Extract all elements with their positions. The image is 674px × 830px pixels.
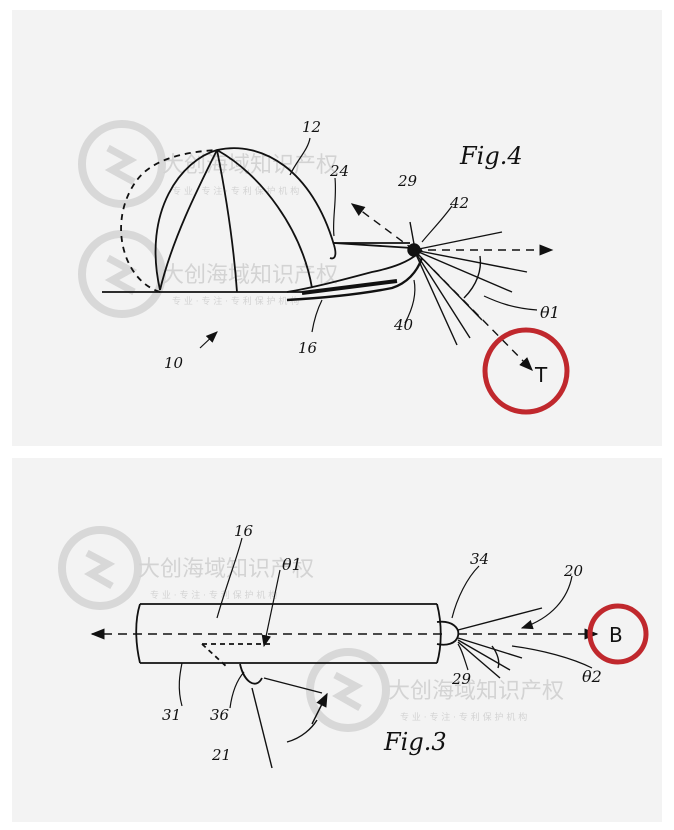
label-theta1: θ1 <box>282 555 302 574</box>
highlight-label-b: B <box>609 623 623 647</box>
figure-3-panel: 大创海域知识产权 专 业 · 专 注 · 专 利 保 护 机 构 大创海域知识产… <box>12 458 662 822</box>
label-theta2: θ2 <box>582 667 602 686</box>
label-24: 24 <box>329 162 349 180</box>
figure-4-panel: 大创海域知识产权 专 业 · 专 注 · 专 利 保 护 机 构 大创海域知识产… <box>12 10 662 446</box>
highlight-circle-b: B <box>587 603 649 665</box>
watermark-text: 大创海域知识产权 <box>388 679 564 704</box>
highlight-circle-t: T <box>482 327 570 415</box>
label-theta1: θ1 <box>540 303 560 322</box>
cap-illustration <box>102 147 424 302</box>
label-31: 31 <box>162 706 181 724</box>
highlight-label-t: T <box>534 363 548 387</box>
label-40: 40 <box>393 316 414 334</box>
leader-lines <box>178 537 593 709</box>
label-36: 36 <box>210 706 230 724</box>
label-20: 20 <box>563 562 584 580</box>
figure-3-labels: 16 θ1 34 20 31 36 29 21 θ2 Fig.3 <box>162 522 602 764</box>
leader-lines <box>199 137 538 349</box>
beam-lines <box>90 607 599 769</box>
label-29: 29 <box>397 172 418 190</box>
watermark-logo: 大创海域知识产权 专 业 · 专 注 · 专 利 保 护 机 构 <box>58 526 314 610</box>
label-10: 10 <box>164 354 184 372</box>
figure-4-drawing: 大创海域知识产权 专 业 · 专 注 · 专 利 保 护 机 构 大创海域知识产… <box>78 118 570 415</box>
label-42: 42 <box>449 194 469 212</box>
label-21: 21 <box>211 746 231 764</box>
watermark-subtext: 专 业 · 专 注 · 专 利 保 护 机 构 <box>150 589 277 601</box>
label-34: 34 <box>470 550 489 568</box>
brim-bar <box>135 603 460 685</box>
emitter-beams <box>350 203 554 371</box>
watermark-subtext: 专 业 · 专 注 · 专 利 保 护 机 构 <box>400 711 527 723</box>
figure-title: Fig.3 <box>383 728 447 756</box>
figure-4-labels: 12 24 29 42 16 40 10 θ1 Fig.4 <box>164 118 560 372</box>
label-12: 12 <box>302 118 321 136</box>
label-16: 16 <box>298 339 318 357</box>
label-29: 29 <box>451 670 472 688</box>
watermark-subtext: 专 业 · 专 注 · 专 利 保 护 机 构 <box>172 295 299 307</box>
figure-3-drawing: 大创海域知识产权 专 业 · 专 注 · 专 利 保 护 机 构 大创海域知识产… <box>58 522 649 769</box>
watermark-text: 大创海域知识产权 <box>138 557 314 582</box>
watermark-subtext: 专 业 · 专 注 · 专 利 保 护 机 构 <box>172 185 299 197</box>
figure-title: Fig.4 <box>459 142 523 170</box>
label-16: 16 <box>234 522 254 540</box>
